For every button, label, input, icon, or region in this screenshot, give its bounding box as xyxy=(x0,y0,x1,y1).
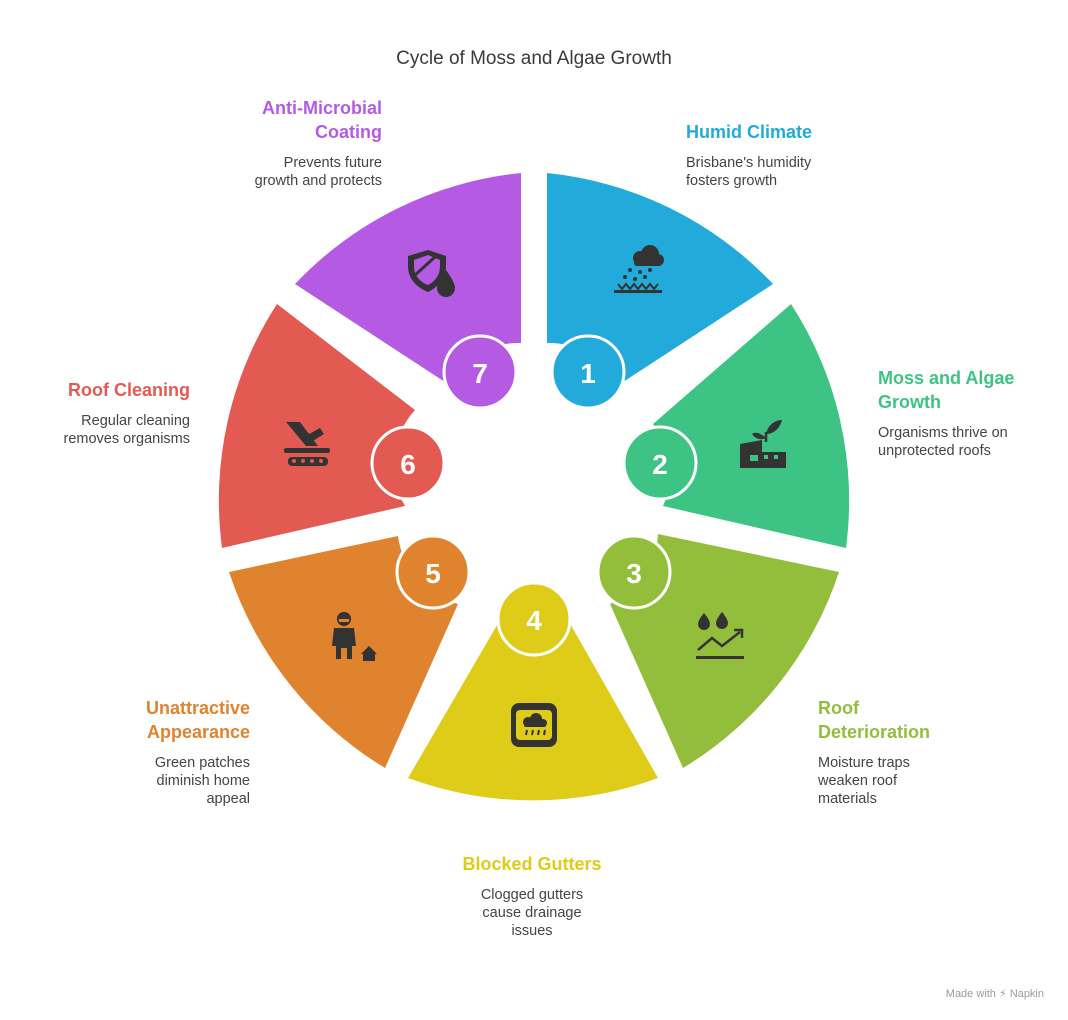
segment-2 xyxy=(653,304,850,548)
step-6-label: Roof Cleaning Regular cleaning removes o… xyxy=(30,378,190,448)
step-3-label: Roof Deterioration Moisture traps weaken… xyxy=(818,696,938,808)
step-4-description: Clogged gutters cause drainage issues xyxy=(480,887,584,939)
number-badge-1: 1 xyxy=(550,334,626,410)
step-2-description: Organisms thrive on unprotected roofs xyxy=(878,425,1008,459)
number-badge-6: 6 xyxy=(370,425,446,501)
segment-6-wedge xyxy=(218,304,415,548)
rain-cloud-icon xyxy=(614,245,664,293)
step-4-label: Blocked Gutters Clogged gutters cause dr… xyxy=(462,852,602,940)
segment-5 xyxy=(229,536,458,768)
cleaning-brush-icon xyxy=(284,422,330,466)
segment-6 xyxy=(218,304,415,548)
step-5-description: Green patches diminish home appeal xyxy=(154,755,250,807)
segment-5-wedge xyxy=(229,536,458,768)
segment-1-wedge xyxy=(547,173,773,384)
plant-roof-icon xyxy=(740,420,786,468)
step-6-heading: Roof Cleaning xyxy=(68,380,190,400)
number-1: 1 xyxy=(580,358,596,389)
step-5-heading: Unattractive Appearance xyxy=(145,698,250,742)
water-damage-trend-icon xyxy=(696,612,744,659)
step-5-label: Unattractive Appearance Green patches di… xyxy=(120,696,250,808)
person-house-icon xyxy=(332,612,377,661)
number-badge-2: 2 xyxy=(622,425,698,501)
step-7-heading: Anti-Microbial Coating xyxy=(262,98,382,142)
number-3: 3 xyxy=(626,558,642,589)
number-7: 7 xyxy=(472,358,488,389)
number-4: 4 xyxy=(526,605,542,636)
number-badge-4: 4 xyxy=(496,581,572,657)
step-2-heading: Moss and Algae Growth xyxy=(878,368,1015,412)
step-2-label: Moss and Algae Growth Organisms thrive o… xyxy=(878,366,1038,460)
blocked-gutter-icon xyxy=(511,703,557,747)
footer-credit: Made with ⚡ Napkin xyxy=(945,988,1044,1000)
segment-2-wedge xyxy=(653,304,850,548)
number-badge-3: 3 xyxy=(596,534,672,610)
segment-7-wedge xyxy=(295,173,521,384)
step-7-label: Anti-Microbial Coating Prevents future g… xyxy=(222,96,382,190)
step-3-description: Moisture traps weaken roof materials xyxy=(818,755,910,807)
step-1-heading: Humid Climate xyxy=(686,122,813,142)
step-7-description: Prevents future growth and protects xyxy=(254,155,382,189)
step-4-heading: Blocked Gutters xyxy=(462,854,602,874)
step-1-label: Humid Climate Brisbane's humidity foster… xyxy=(686,120,946,190)
step-3-heading: Roof Deterioration xyxy=(818,698,931,742)
number-badge-5: 5 xyxy=(395,534,471,610)
number-5: 5 xyxy=(425,558,441,589)
shield-drop-icon xyxy=(408,250,455,297)
segment-3 xyxy=(610,534,839,768)
segment-1 xyxy=(547,173,773,384)
number-6: 6 xyxy=(400,449,416,480)
step-6-description: Regular cleaning removes organisms xyxy=(63,413,190,447)
number-badge-7: 7 xyxy=(442,334,518,410)
segment-7 xyxy=(295,173,521,384)
number-2: 2 xyxy=(652,449,668,480)
segment-3-wedge xyxy=(610,534,839,768)
diagram-title: Cycle of Moss and Algae Growth xyxy=(396,48,672,69)
step-1-description: Brisbane's humidity fosters growth xyxy=(686,155,812,189)
